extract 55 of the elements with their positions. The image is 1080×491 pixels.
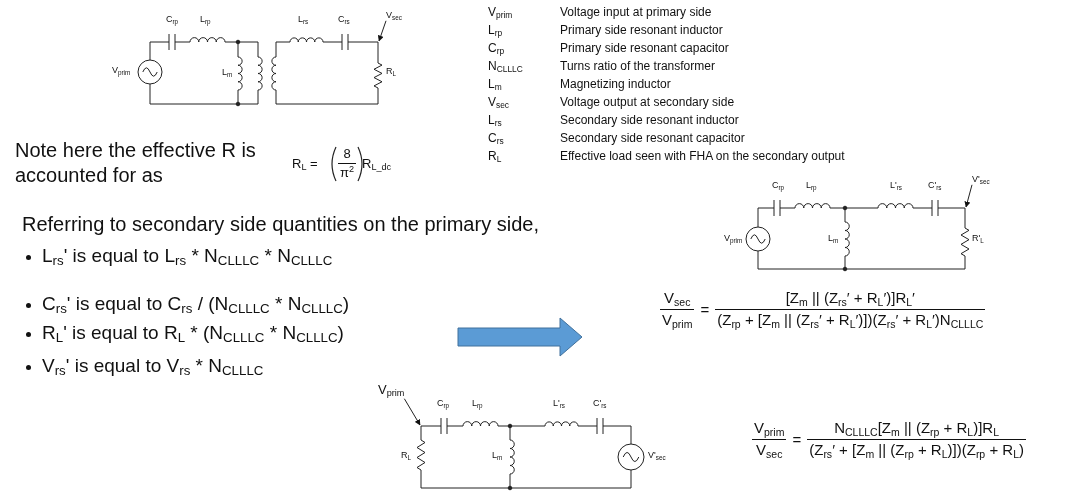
fraction-denominator: (Z$_{rs}$′ + [Z$_{m}$ || (Z$_{rp}$ + R$_{L}$)])(Z$_{rp}$ + R$_{L}$) [808,440,1025,462]
component-label: L$_{rs}$ [298,14,309,25]
symbol-label: L$_{m}$ [488,78,502,93]
circuit-drawing [137,33,383,107]
component-label: L'$_{rs}$ [553,398,565,409]
symbol-label: V$_{prim}$ [488,6,513,21]
fraction-numerator: 8 [342,146,352,163]
description-text: Turns ratio of the transformer [560,60,715,74]
fraction-denominator: V$_{prim}$ [661,310,694,332]
circuit-drawing [745,199,970,272]
leader-line [964,184,973,208]
fraction-denominator: π$^{2}$ [339,163,356,182]
fraction-numerator: N$_{CLLLC}$[Z$_{m}$ || (Z$_{rp}$ + R$_{L}$)]R$_{L}$ [833,418,1001,440]
component-label: L'$_{rs}$ [890,180,902,191]
voltage-label: V$_{prim}$ [378,383,405,399]
note-text: Note here the effective R is accounted for as [15,138,257,188]
equals-sign: = [700,301,710,319]
note-text: Referring to secondary side quantities on the primary side, [22,212,539,237]
description-text: Secondary side resonant inductor [560,114,739,128]
voltage-label: V'$_{sec}$ [972,174,990,185]
symbol-label: C$_{rs}$ [488,132,504,147]
formula-text: R$_{L}$ = [292,157,318,173]
bullet-text: L$_{rs}$' is equal to L$_{rs}$ * N$_{CLLLC}$ * N$_{CLLLC}$ [22,245,333,269]
description-text: Magnetizing inductor [560,78,671,92]
component-label: L$_{m}$ [222,67,233,78]
formula-text: R$_{L_dc}$ [362,157,392,173]
bullet-text: C$_{rs}$' is equal to C$_{rs}$ / (N$_{CLLLC}$ * N$_{CLLLC}$) [22,293,350,317]
voltage-label: V$_{sec}$ [386,10,402,21]
leader-line [403,398,421,426]
component-label: C$_{rs}$ [338,14,350,25]
description-text: Primary side resonant inductor [560,24,723,38]
component-label: L$_{m}$ [492,450,503,461]
leader-line [377,20,387,42]
bullet-text: R$_{L}$' is equal to R$_{L}$ * (N$_{CLLLC}$ * N$_{CLLLC}$) [22,322,344,346]
symbol-label: V$_{sec}$ [488,96,510,111]
description-text: Secondary side resonant capacitor [560,132,745,146]
description-text: Voltage output at secondary side [560,96,735,110]
symbol-label: L$_{rp}$ [488,24,503,39]
symbol-label: C$_{rp}$ [488,42,505,57]
fraction-numerator: [Z$_{m}$ || (Z$_{rs}$′ + R$_{L}$′)]R$_{L}$′ [784,288,916,310]
symbol-label: L$_{rs}$ [488,114,502,129]
fraction-numerator: V$_{sec}$ [663,288,692,310]
component-label: C'$_{rs}$ [928,180,942,191]
fraction-denominator: (Z$_{rp}$ + [Z$_{m}$ || (Z$_{rs}$′ + R$_{L}$′)])(Z$_{rs}$′ + R$_{L}$′)N$_{CLLLC}$ [716,310,985,332]
description-text: Primary side resonant capacitor [560,42,729,56]
description-text: Voltage input at primary side [560,6,712,20]
bullet-text: V$_{rs}$' is equal to V$_{rs}$ * N$_{CLLLC}$ [22,355,264,379]
symbol-label: N$_{CLLLC}$ [488,60,523,75]
fraction-numerator: V$_{prim}$ [753,418,786,440]
component-label: C'$_{rs}$ [593,398,607,409]
equals-sign: = [792,431,802,449]
symbol-label: R$_{L}$ [488,150,502,165]
circuit-drawing [416,417,645,491]
fraction-denominator: V$_{sec}$ [755,440,784,462]
component-label: L$_{m}$ [828,233,839,244]
